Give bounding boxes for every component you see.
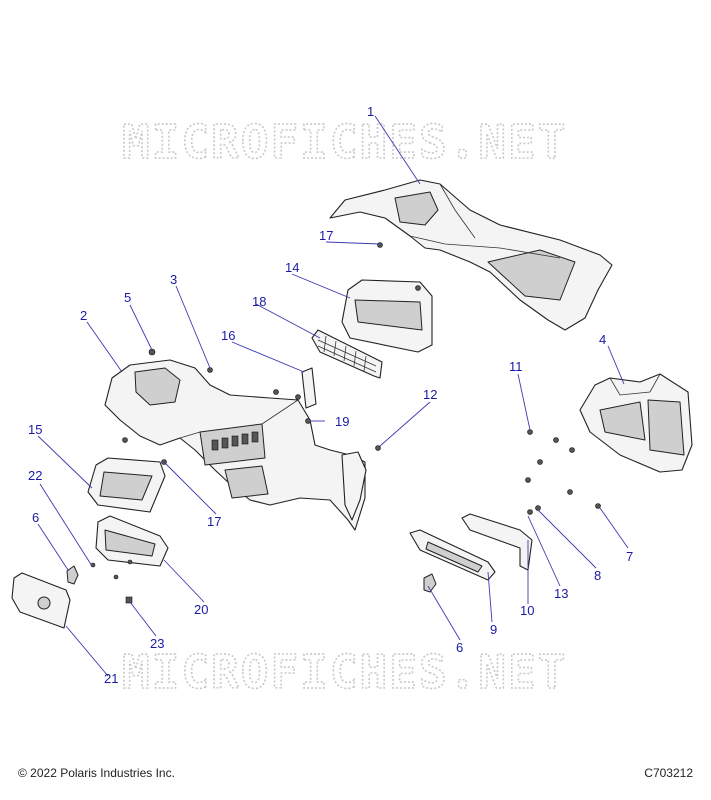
watermark-top: MICROFICHES.NET (122, 115, 567, 169)
callout-16: 16 (221, 328, 235, 343)
part-1-upper-dash-cover (329, 179, 613, 331)
part-14-storage-bin (341, 279, 433, 353)
callout-15: 15 (28, 422, 42, 437)
part-6-latch-right (423, 573, 437, 593)
part-4-gauge-housing (579, 373, 693, 473)
callout-23: 23 (150, 636, 164, 651)
callout-17-top: 17 (319, 228, 333, 243)
callout-3: 3 (170, 272, 177, 287)
part-15-display-bezel (87, 457, 166, 513)
callout-21: 21 (104, 671, 118, 686)
callout-12: 12 (423, 387, 437, 402)
callout-5: 5 (124, 290, 131, 305)
callout-6-left: 6 (32, 510, 39, 525)
part-2-dash-panel (104, 359, 367, 531)
watermark-bottom: MICROFICHES.NET (122, 645, 567, 699)
part-21-lower-door (11, 572, 71, 629)
callout-11: 11 (509, 359, 523, 374)
callout-4: 4 (599, 332, 606, 347)
callout-22: 22 (28, 468, 42, 483)
callout-14: 14 (285, 260, 299, 275)
part-18-grille-bracket (311, 329, 383, 379)
copyright-text: © 2022 Polaris Industries Inc. (18, 766, 175, 780)
callout-1: 1 (367, 104, 374, 119)
callout-13: 13 (554, 586, 568, 601)
callout-2: 2 (80, 308, 87, 323)
callout-18: 18 (252, 294, 266, 309)
callout-8: 8 (594, 568, 601, 583)
part-20-lower-box (95, 515, 169, 567)
callout-6-right: 6 (456, 640, 463, 655)
part-6-latch-left (66, 565, 79, 585)
leader-lines (37, 115, 629, 677)
callout-10: 10 (520, 603, 534, 618)
callout-20: 20 (194, 602, 208, 617)
part-16-bracket (301, 367, 317, 409)
callout-17-bottom: 17 (207, 514, 221, 529)
callout-19: 19 (335, 414, 349, 429)
part-9-trim-panel (409, 529, 496, 581)
callout-9: 9 (490, 622, 497, 637)
diagram-code: C703212 (644, 766, 693, 780)
fasteners (90, 242, 601, 604)
callouts: 1 2 3 4 5 6 6 7 8 9 10 11 12 13 14 15 16… (28, 104, 633, 686)
callout-7: 7 (626, 549, 633, 564)
